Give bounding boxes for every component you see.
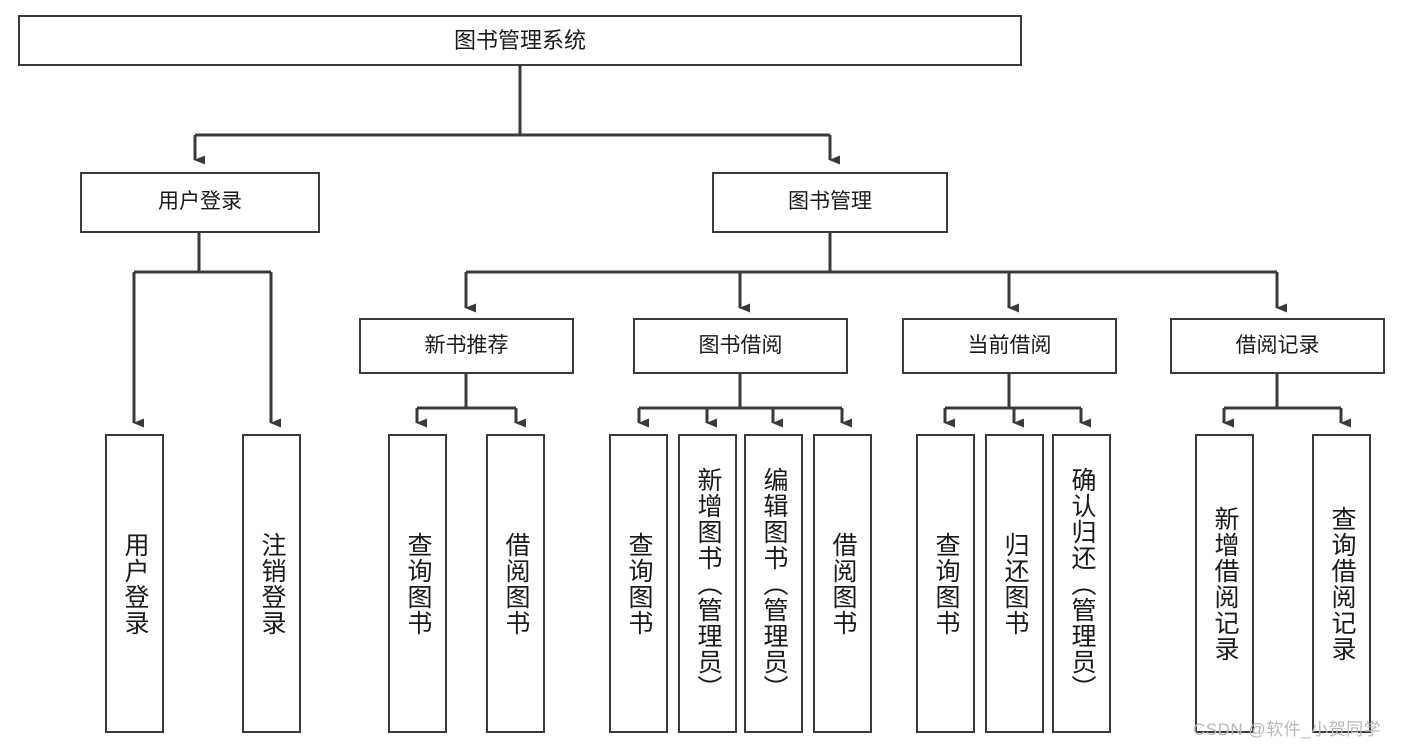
node-book-manage-label: 图书管理 bbox=[788, 190, 872, 214]
node-leaf-query-book-1-label: 查询图书 bbox=[404, 531, 432, 636]
node-book-borrow[interactable]: 图书借阅 bbox=[633, 318, 848, 374]
node-leaf-edit-book-admin-label: 编辑图书（管理员） bbox=[760, 466, 788, 701]
node-leaf-query-book-2-label: 查询图书 bbox=[625, 531, 653, 636]
node-leaf-logout-login-label: 注销登录 bbox=[258, 531, 286, 636]
node-current-borrow[interactable]: 当前借阅 bbox=[902, 318, 1117, 374]
node-leaf-return-book[interactable]: 归还图书 bbox=[985, 434, 1044, 733]
node-leaf-user-login[interactable]: 用户登录 bbox=[105, 434, 164, 733]
node-leaf-query-book-2[interactable]: 查询图书 bbox=[609, 434, 668, 733]
node-borrow-record-label: 借阅记录 bbox=[1235, 333, 1320, 357]
node-leaf-user-login-label: 用户登录 bbox=[121, 531, 149, 636]
node-root[interactable]: 图书管理系统 bbox=[18, 15, 1022, 66]
node-new-book-recommend-label: 新书推荐 bbox=[424, 333, 509, 357]
node-leaf-query-book-3[interactable]: 查询图书 bbox=[916, 434, 975, 733]
node-leaf-query-borrow-record[interactable]: 查询借阅记录 bbox=[1312, 434, 1371, 733]
node-leaf-borrow-book-1-label: 借阅图书 bbox=[502, 531, 530, 636]
node-leaf-query-book-3-label: 查询图书 bbox=[932, 531, 960, 636]
node-leaf-add-borrow-record-label: 新增借阅记录 bbox=[1211, 505, 1239, 662]
node-book-manage[interactable]: 图书管理 bbox=[712, 172, 948, 233]
watermark: CSDN @软件_小贺同学 bbox=[1193, 720, 1382, 739]
node-leaf-borrow-book-1[interactable]: 借阅图书 bbox=[486, 434, 545, 733]
node-leaf-add-book-admin[interactable]: 新增图书（管理员） bbox=[678, 434, 737, 733]
node-leaf-add-book-admin-label: 新增图书（管理员） bbox=[694, 466, 722, 701]
node-leaf-add-borrow-record[interactable]: 新增借阅记录 bbox=[1195, 434, 1254, 733]
node-current-borrow-label: 当前借阅 bbox=[967, 333, 1052, 357]
node-leaf-edit-book-admin[interactable]: 编辑图书（管理员） bbox=[744, 434, 803, 733]
node-leaf-borrow-book-2-label: 借阅图书 bbox=[829, 531, 857, 636]
node-leaf-borrow-book-2[interactable]: 借阅图书 bbox=[813, 434, 872, 733]
node-leaf-confirm-return-admin[interactable]: 确认归还（管理员） bbox=[1052, 434, 1111, 733]
node-leaf-query-book-1[interactable]: 查询图书 bbox=[388, 434, 447, 733]
node-leaf-query-borrow-record-label: 查询借阅记录 bbox=[1328, 505, 1356, 662]
node-borrow-record[interactable]: 借阅记录 bbox=[1170, 318, 1385, 374]
node-user-login-label: 用户登录 bbox=[158, 190, 242, 214]
node-leaf-confirm-return-admin-label: 确认归还（管理员） bbox=[1068, 466, 1096, 701]
node-user-login[interactable]: 用户登录 bbox=[80, 172, 320, 233]
node-book-borrow-label: 图书借阅 bbox=[698, 333, 783, 357]
node-root-label: 图书管理系统 bbox=[453, 27, 586, 53]
node-new-book-recommend[interactable]: 新书推荐 bbox=[359, 318, 574, 374]
node-leaf-return-book-label: 归还图书 bbox=[1001, 531, 1029, 636]
node-leaf-logout-login[interactable]: 注销登录 bbox=[242, 434, 301, 733]
